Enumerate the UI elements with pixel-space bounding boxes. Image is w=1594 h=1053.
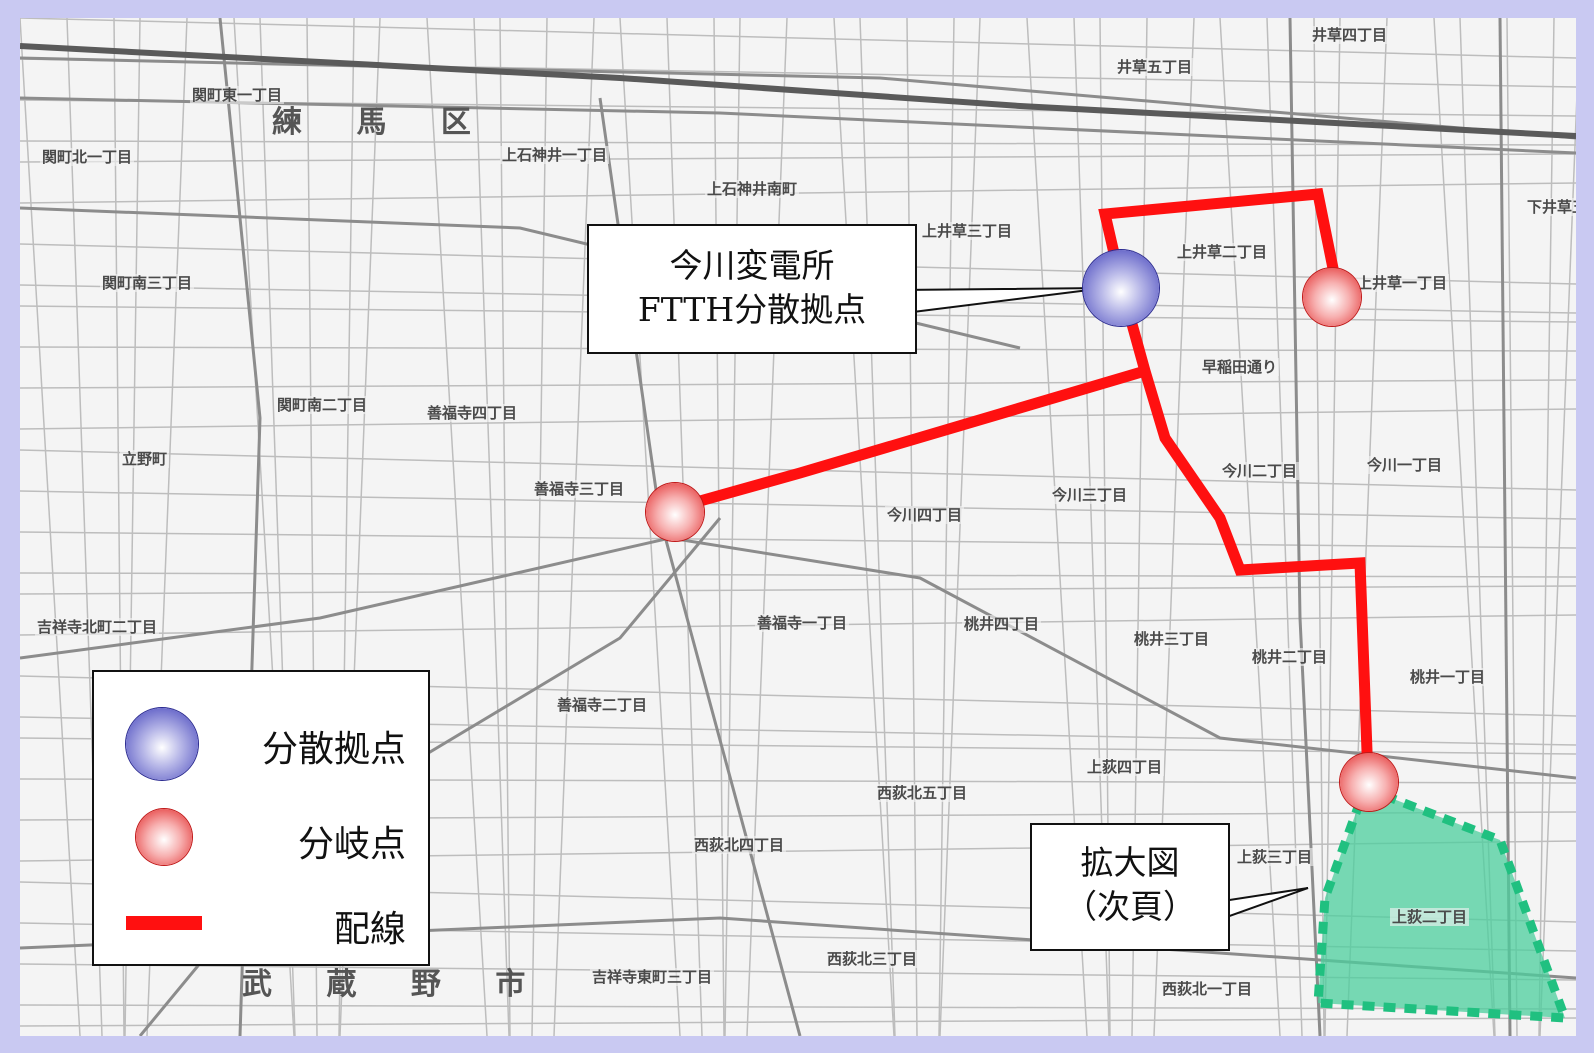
place-label: 上荻二丁目 (1390, 908, 1470, 926)
place-label: 善福寺四丁目 (425, 404, 520, 422)
place-label: 善福寺三丁目 (532, 480, 627, 498)
place-label: 下井草五丁目 (1525, 198, 1576, 216)
place-label: 関町南三丁目 (100, 274, 195, 292)
place-label: 関町南二丁目 (275, 396, 370, 414)
place-label: 西荻北五丁目 (875, 784, 970, 802)
legend-wire-label: 配線 (333, 909, 406, 950)
place-label: 練 馬 区 (272, 105, 493, 140)
place-label: 吉祥寺東町三丁目 (590, 968, 715, 986)
place-label: 西荻北一丁目 (1160, 980, 1255, 998)
place-label: 善福寺二丁目 (555, 696, 650, 714)
hub-legend-icon (126, 708, 198, 780)
place-label: 井草五丁目 (1115, 58, 1195, 76)
legend-row-hub: 分散拠点 (94, 702, 428, 782)
place-label: 武 蔵 野 市 (242, 967, 548, 1002)
legend-hub-label: 分散拠点 (261, 729, 406, 770)
branch-marker-west[interactable] (646, 483, 704, 541)
place-label: 上石神井一丁目 (500, 146, 610, 164)
place-label: 上石神井南町 (705, 180, 800, 198)
place-label: 善福寺一丁目 (755, 614, 850, 632)
hub-marker[interactable] (1083, 250, 1159, 326)
substation-callout-line2: FTTH分散拠点 (637, 290, 867, 329)
place-label: 関町北一丁目 (40, 148, 135, 166)
place-label: 桃井一丁目 (1408, 668, 1488, 686)
substation-callout: 今川変電所 FTTH分散拠点 (587, 224, 917, 354)
place-label: 桃井三丁目 (1132, 630, 1212, 648)
branch-marker-north[interactable] (1303, 268, 1361, 326)
place-label: 西荻北三丁目 (825, 950, 920, 968)
place-label: 桃井二丁目 (1250, 648, 1330, 666)
zoom-area-polygon (1313, 782, 1572, 1023)
place-label: 関町東一丁目 (190, 86, 285, 104)
substation-callout-line1: 今川変電所 (669, 246, 835, 285)
place-label: 上井草二丁目 (1175, 243, 1270, 261)
zoom-callout-line1: 拡大図 (1080, 843, 1180, 882)
place-label: 井草四丁目 (1310, 26, 1390, 44)
legend-row-wire: 配線 (94, 882, 428, 962)
zoom-callout: 拡大図 （次頁） (1030, 823, 1230, 951)
place-label: 桃井四丁目 (962, 615, 1042, 633)
place-label: 早稲田通り (1200, 358, 1280, 376)
place-label: 上荻四丁目 (1085, 758, 1165, 776)
place-label: 上井草一丁目 (1355, 274, 1450, 292)
legend-row-branch: 分岐点 (94, 797, 428, 877)
branch-marker-south[interactable] (1340, 753, 1398, 811)
place-label: 今川三丁目 (1050, 486, 1130, 504)
map-area: 練 馬 区武 蔵 野 市 関町東一丁目関町北一丁目関町南三丁目 上石神井一丁目上石神… (20, 18, 1576, 1036)
wire-legend-icon (126, 916, 202, 930)
substation-callout-pointer (896, 287, 1106, 316)
place-label: 今川二丁目 (1220, 462, 1300, 480)
place-label: 西荻北四丁目 (692, 836, 787, 854)
wire-west-branch (673, 365, 1147, 514)
place-label: 立野町 (120, 450, 170, 468)
zoom-callout-line2: （次頁） (1064, 887, 1196, 926)
place-label: 上井草三丁目 (920, 222, 1015, 240)
place-label: 上荻三丁目 (1235, 848, 1315, 866)
place-label: 今川四丁目 (885, 506, 965, 524)
place-label: 吉祥寺北町二丁目 (35, 618, 160, 636)
legend: 分散拠点 分岐点 配線 (92, 670, 430, 966)
place-label: 今川一丁目 (1365, 456, 1445, 474)
branch-legend-icon (136, 809, 192, 865)
legend-branch-label: 分岐点 (297, 824, 406, 865)
